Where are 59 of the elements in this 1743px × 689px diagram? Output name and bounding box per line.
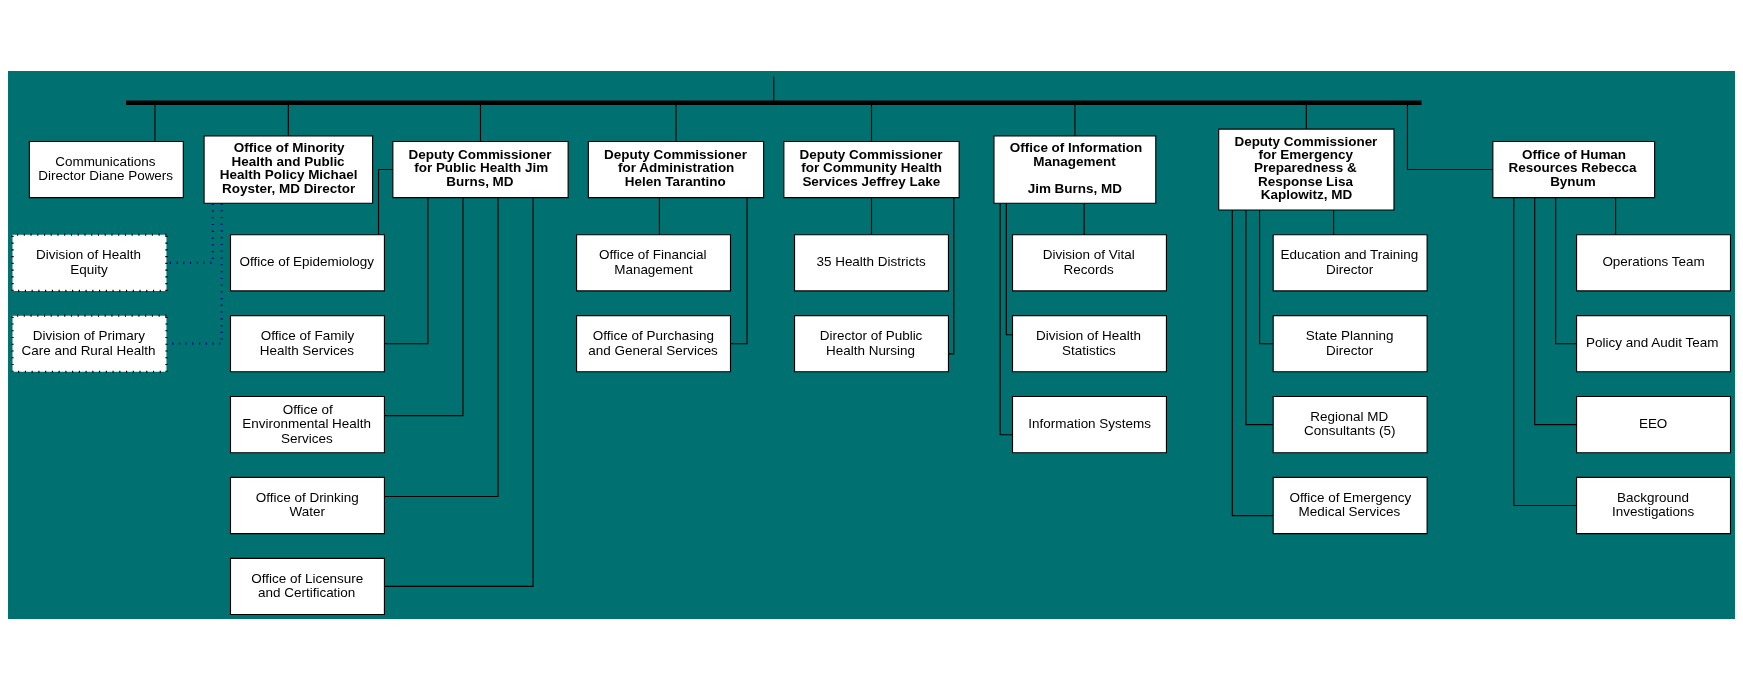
connector	[1005, 202, 1013, 335]
connector	[1083, 202, 1085, 235]
node-box: Policy and Audit Team	[1576, 314, 1732, 372]
node-box: State Planning Director	[1272, 314, 1428, 372]
connector	[154, 103, 156, 142]
connector	[384, 196, 499, 497]
node-box: Deputy Commissioner for Administration Helen Tarantino	[587, 140, 765, 198]
connector	[383, 196, 534, 587]
node-box: Office of Emergency Medical Services	[1272, 476, 1428, 534]
node-bar	[126, 99, 1422, 105]
connector	[675, 103, 677, 142]
node-box: Regional MD Consultants (5)	[1272, 395, 1428, 453]
node-box: Office of Human Resources Rebecca Bynum	[1492, 140, 1656, 198]
node-box: Deputy Commissioner for Emergency Preparedness & Response Lisa Kaplowitz, MD	[1218, 128, 1395, 211]
node-box: Office of Family Health Services	[229, 314, 385, 372]
connector	[384, 196, 429, 344]
connector	[1259, 209, 1274, 344]
node-box: Division of Primary Care and Rural Health	[11, 314, 168, 373]
node-box: Office of Environmental Health Services	[229, 395, 385, 453]
connector	[377, 168, 394, 235]
node-box: Office of Licensure and Certification	[229, 557, 385, 615]
connector	[384, 196, 464, 416]
connector	[1074, 103, 1076, 136]
connector	[1245, 209, 1274, 425]
connector	[1615, 197, 1617, 235]
connector	[287, 103, 289, 136]
connector	[1231, 209, 1274, 516]
node-box: Office of Epidemiology	[229, 233, 385, 291]
connector	[773, 75, 775, 101]
connector	[1534, 196, 1577, 425]
node-box: Deputy Commissioner for Public Health Jim Burns, MD	[392, 140, 569, 198]
connector	[870, 103, 873, 142]
node-box: Deputy Commissioner for Community Health Services Jeffrey Lake	[783, 140, 960, 198]
node-box: Division of Vital Records	[1011, 233, 1167, 291]
connector	[730, 196, 748, 344]
connector	[870, 197, 873, 235]
node-box: Office of Financial Management	[576, 233, 732, 291]
connector	[999, 202, 1013, 435]
node-box: Division of Health Statistics	[1011, 314, 1167, 372]
node-box: Division of Health Equity	[11, 233, 168, 292]
connector	[658, 197, 660, 235]
connector	[1406, 103, 1494, 170]
connector	[1333, 209, 1335, 235]
node-box: 35 Health Districts	[793, 233, 950, 291]
node-box: Education and Training Director	[1272, 233, 1428, 291]
node-box: Office of Drinking Water	[229, 476, 385, 534]
connector	[479, 103, 482, 142]
connector	[1305, 103, 1307, 129]
node-box: Background Investigations	[1576, 476, 1732, 534]
node-box: Office of Minority Health and Public Health Policy Michael Royster, MD Director	[203, 134, 374, 204]
connector	[948, 196, 955, 354]
node-box: Communications Director Diane Powers	[28, 140, 184, 198]
node-box: Director of Public Health Nursing	[793, 314, 950, 372]
node-box: Office of Purchasing and General Services	[576, 314, 732, 372]
node-box: EEO	[1576, 395, 1732, 453]
node-box: Operations Team	[1576, 233, 1732, 291]
node-box: Information Systems	[1011, 395, 1167, 453]
connector	[1513, 196, 1577, 506]
node-box: Office of Information Management Jim Burns, MD	[993, 134, 1157, 204]
